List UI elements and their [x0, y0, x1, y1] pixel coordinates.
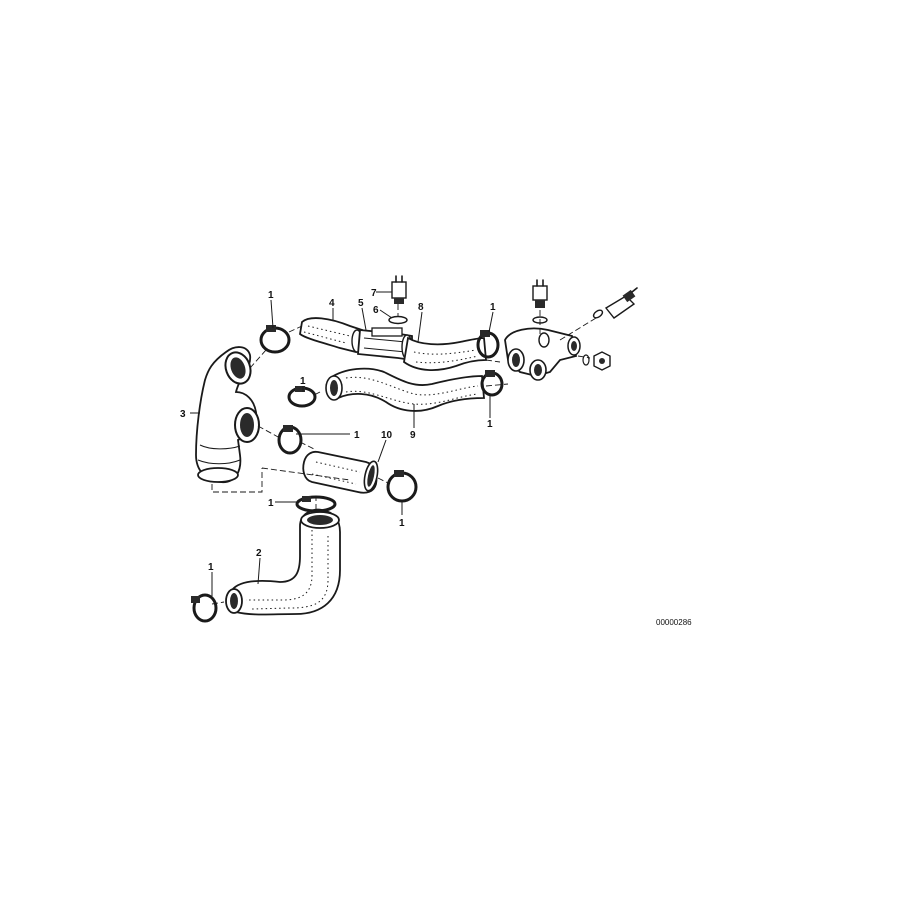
callout-1-left-middle: 1	[300, 376, 306, 387]
hose-clamp-1f	[386, 470, 418, 503]
part-3-branch-housing	[195, 346, 260, 483]
callout-8: 8	[418, 302, 424, 313]
callout-1-upper-left: 1	[268, 290, 274, 301]
callout-7: 7	[371, 288, 377, 299]
callout-1-right-clamp: 1	[399, 518, 405, 529]
assembly-axis-lines	[211, 304, 597, 605]
callout-3: 3	[180, 409, 186, 420]
part-6-seal-ring	[388, 315, 408, 325]
part-5-thermostat-housing	[357, 327, 413, 362]
callout-1-lower-clamp: 1	[268, 498, 274, 509]
hose-clamp-1a	[259, 325, 291, 354]
part-10-hose	[302, 450, 379, 494]
callout-1-center: 1	[354, 430, 360, 441]
hose-clamp-1b	[287, 386, 317, 408]
distributor-housing	[504, 327, 581, 381]
callout-10: 10	[381, 430, 393, 441]
diagram-reference-number: 00000286	[656, 618, 692, 627]
callout-4: 4	[329, 298, 335, 309]
hose-clamp-1g	[295, 495, 337, 513]
temperature-sensor-angled	[592, 287, 638, 319]
hose-clamp-1d	[476, 330, 500, 359]
callout-labels: 1 1 1 1 1 1 1 1 2 3 4 5 6 7 8 9 10	[180, 288, 496, 573]
callout-9: 9	[410, 430, 416, 441]
part-4-hose	[299, 317, 364, 354]
hose-clamp-1e	[480, 370, 504, 397]
callout-5: 5	[358, 298, 364, 309]
temperature-sensor-upright	[532, 279, 548, 324]
part-9-hose	[325, 367, 485, 412]
hex-nut	[582, 351, 611, 371]
callout-1-right-lower: 1	[487, 419, 493, 430]
callout-6: 6	[373, 305, 379, 316]
hose-clamp-1h	[191, 593, 218, 623]
callout-1-bottom-left: 1	[208, 562, 214, 573]
callout-2: 2	[256, 548, 262, 559]
part-7-temperature-switch	[391, 275, 407, 304]
part-8-hose	[403, 336, 487, 371]
hose-clamp-1c	[277, 425, 303, 455]
leader-lines	[190, 291, 494, 596]
callout-1-upper-right: 1	[490, 302, 496, 313]
part-2-hose	[225, 508, 341, 616]
